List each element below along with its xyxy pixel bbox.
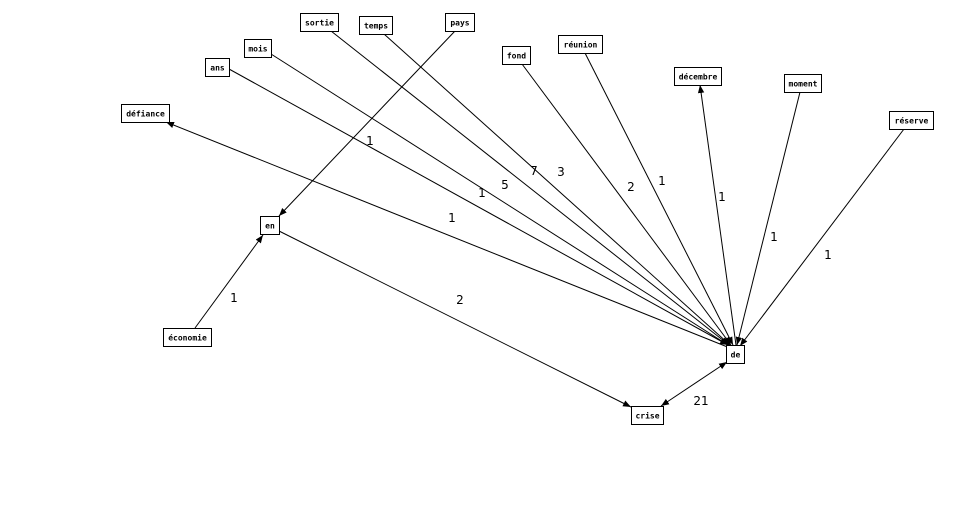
edge-weight-mois-de: 5 (501, 178, 509, 192)
node-label: crise (635, 411, 659, 421)
node-ans[interactable]: ans (205, 58, 230, 77)
edge-reserve-de (739, 128, 905, 347)
edge-sortie-de (330, 30, 730, 346)
edge-crise-de (660, 361, 728, 407)
nodes-layer: sortie temps pays mois fond réunion ans décembr… (121, 13, 934, 425)
node-box (163, 328, 212, 347)
edges-layer (165, 30, 905, 408)
node-label: réunion (564, 40, 598, 50)
node-en[interactable]: en (260, 216, 280, 235)
node-label: décembre (679, 72, 718, 82)
node-box (631, 406, 664, 425)
edge-weight-moment-de: 1 (770, 230, 778, 244)
edge-de-decembre (697, 84, 737, 346)
node-label: mois (248, 44, 267, 54)
edge-weight-reserve-de: 1 (824, 248, 832, 262)
node-box (121, 104, 170, 123)
node-reserve[interactable]: réserve (889, 111, 934, 130)
node-box (445, 13, 475, 32)
edge-economie-en (194, 234, 264, 329)
edge-weight-de-defiance: 1 (448, 211, 456, 225)
node-label: en (265, 222, 275, 231)
edge-fond-de (521, 63, 732, 346)
node-reunion[interactable]: réunion (558, 35, 603, 54)
edge-temps-de (383, 33, 731, 346)
node-pays[interactable]: pays (445, 13, 475, 32)
edge-weight-en-crise: 2 (456, 293, 464, 307)
edge-weight-crise-de: 21 (693, 394, 708, 408)
node-decembre[interactable]: décembre (674, 67, 722, 86)
node-box (784, 74, 822, 93)
node-label: fond (507, 52, 526, 61)
node-box (205, 58, 230, 77)
edge-reunion-de (584, 52, 734, 346)
edge-weight-ans-de: 1 (478, 186, 486, 200)
edge-mois-de (270, 53, 729, 346)
node-temps[interactable]: temps (359, 16, 393, 35)
node-box (300, 13, 339, 32)
node-defiance[interactable]: défiance (121, 104, 170, 123)
node-label: sortie (305, 18, 334, 28)
node-label: moment (789, 80, 818, 89)
node-fond[interactable]: fond (502, 46, 531, 65)
edge-weight-de-decembre: 1 (718, 190, 726, 204)
node-box (244, 39, 272, 58)
node-label: pays (450, 19, 469, 28)
edge-weight-economie-en: 1 (230, 291, 238, 305)
edge-ans-de (228, 68, 729, 346)
edge-pays-en (278, 30, 456, 217)
node-label: temps (364, 22, 388, 31)
node-label: ans (210, 64, 225, 73)
node-label: réserve (895, 116, 929, 126)
node-economie[interactable]: économie (163, 328, 212, 347)
edge-moment-de (735, 91, 801, 346)
edge-weight-fond-de: 2 (627, 180, 635, 194)
node-moment[interactable]: moment (784, 74, 822, 93)
node-box (502, 46, 531, 65)
node-label: de (731, 351, 741, 360)
node-box (726, 345, 745, 364)
edge-weight-temps-de: 3 (557, 165, 565, 179)
edge-weight-reunion-de: 1 (658, 174, 666, 188)
node-box (558, 35, 603, 54)
node-sortie[interactable]: sortie (300, 13, 339, 32)
node-box (889, 111, 934, 130)
node-box (674, 67, 722, 86)
node-label: économie (168, 333, 207, 343)
edge-weight-sortie-de: 7 (530, 164, 538, 178)
edge-de-defiance (165, 121, 731, 349)
node-mois[interactable]: mois (244, 39, 272, 58)
node-label: défiance (126, 109, 165, 119)
edge-en-crise (278, 230, 632, 408)
node-crise[interactable]: crise (631, 406, 664, 425)
edge-weight-pays-en: 1 (366, 134, 374, 148)
node-box (260, 216, 280, 235)
node-de[interactable]: de (726, 345, 745, 364)
node-box (359, 16, 393, 35)
